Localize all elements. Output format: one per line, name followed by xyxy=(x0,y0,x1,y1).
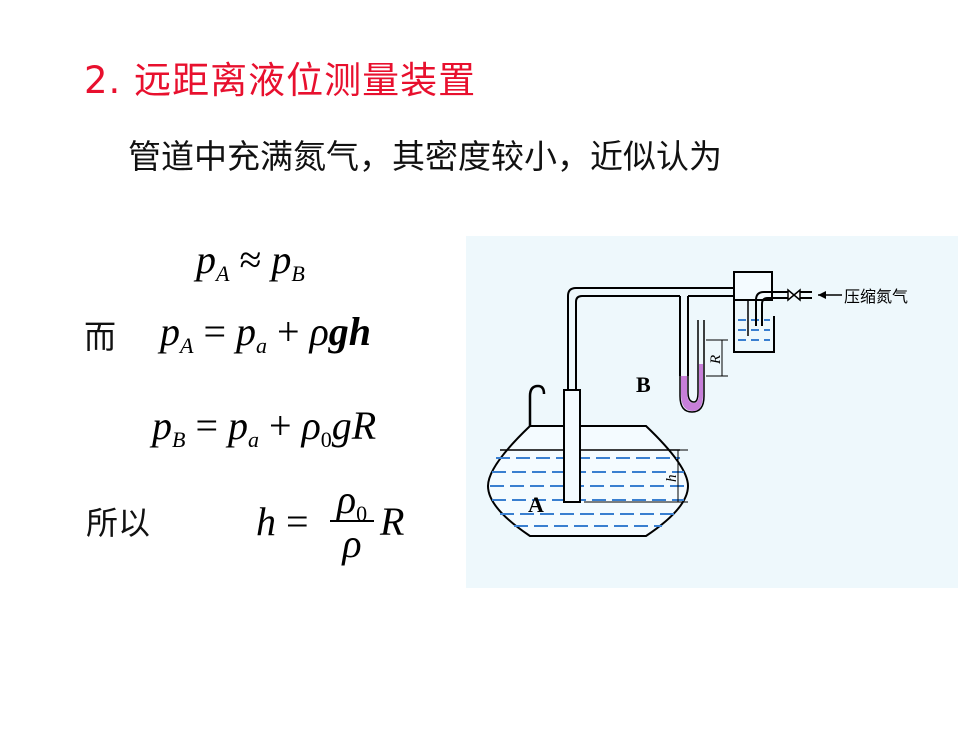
tank-liquid xyxy=(490,457,686,527)
gas-chamber xyxy=(733,271,773,301)
valve-icon xyxy=(787,288,801,302)
label-er: 而 xyxy=(84,318,117,356)
intro-text: 管道中充满氮气，其密度较小，近似认为 xyxy=(128,137,722,176)
apparatus-svg: 压缩氮气 B A R h xyxy=(486,271,908,537)
equation-pa: pA = pa + ρgh xyxy=(160,309,372,358)
equation-pa-approx-pb: pA ≈ pB xyxy=(196,237,305,286)
label-r: R xyxy=(708,355,724,365)
level-measurement-diagram: 压缩氮气 B A R h xyxy=(466,236,958,588)
manometer-fluid xyxy=(681,364,703,411)
label-a: A xyxy=(528,492,544,517)
label-compressed-nitrogen: 压缩氮气 xyxy=(844,287,908,306)
label-b: B xyxy=(636,372,651,397)
tank-vent-pipe xyxy=(528,384,546,426)
equation-pb: pB = pa + ρ0gR xyxy=(152,403,377,452)
dip-tube xyxy=(563,389,581,503)
page-title: 2. 远距离液位测量装置 xyxy=(84,59,477,102)
equation-h: h = ρ0 ρ R xyxy=(256,477,405,566)
flow-arrow-icon xyxy=(818,291,826,299)
label-h: h xyxy=(664,475,680,483)
bubbler-vessel xyxy=(733,300,775,353)
storage-tank xyxy=(486,425,690,537)
label-suoyi: 所以 xyxy=(86,504,151,542)
